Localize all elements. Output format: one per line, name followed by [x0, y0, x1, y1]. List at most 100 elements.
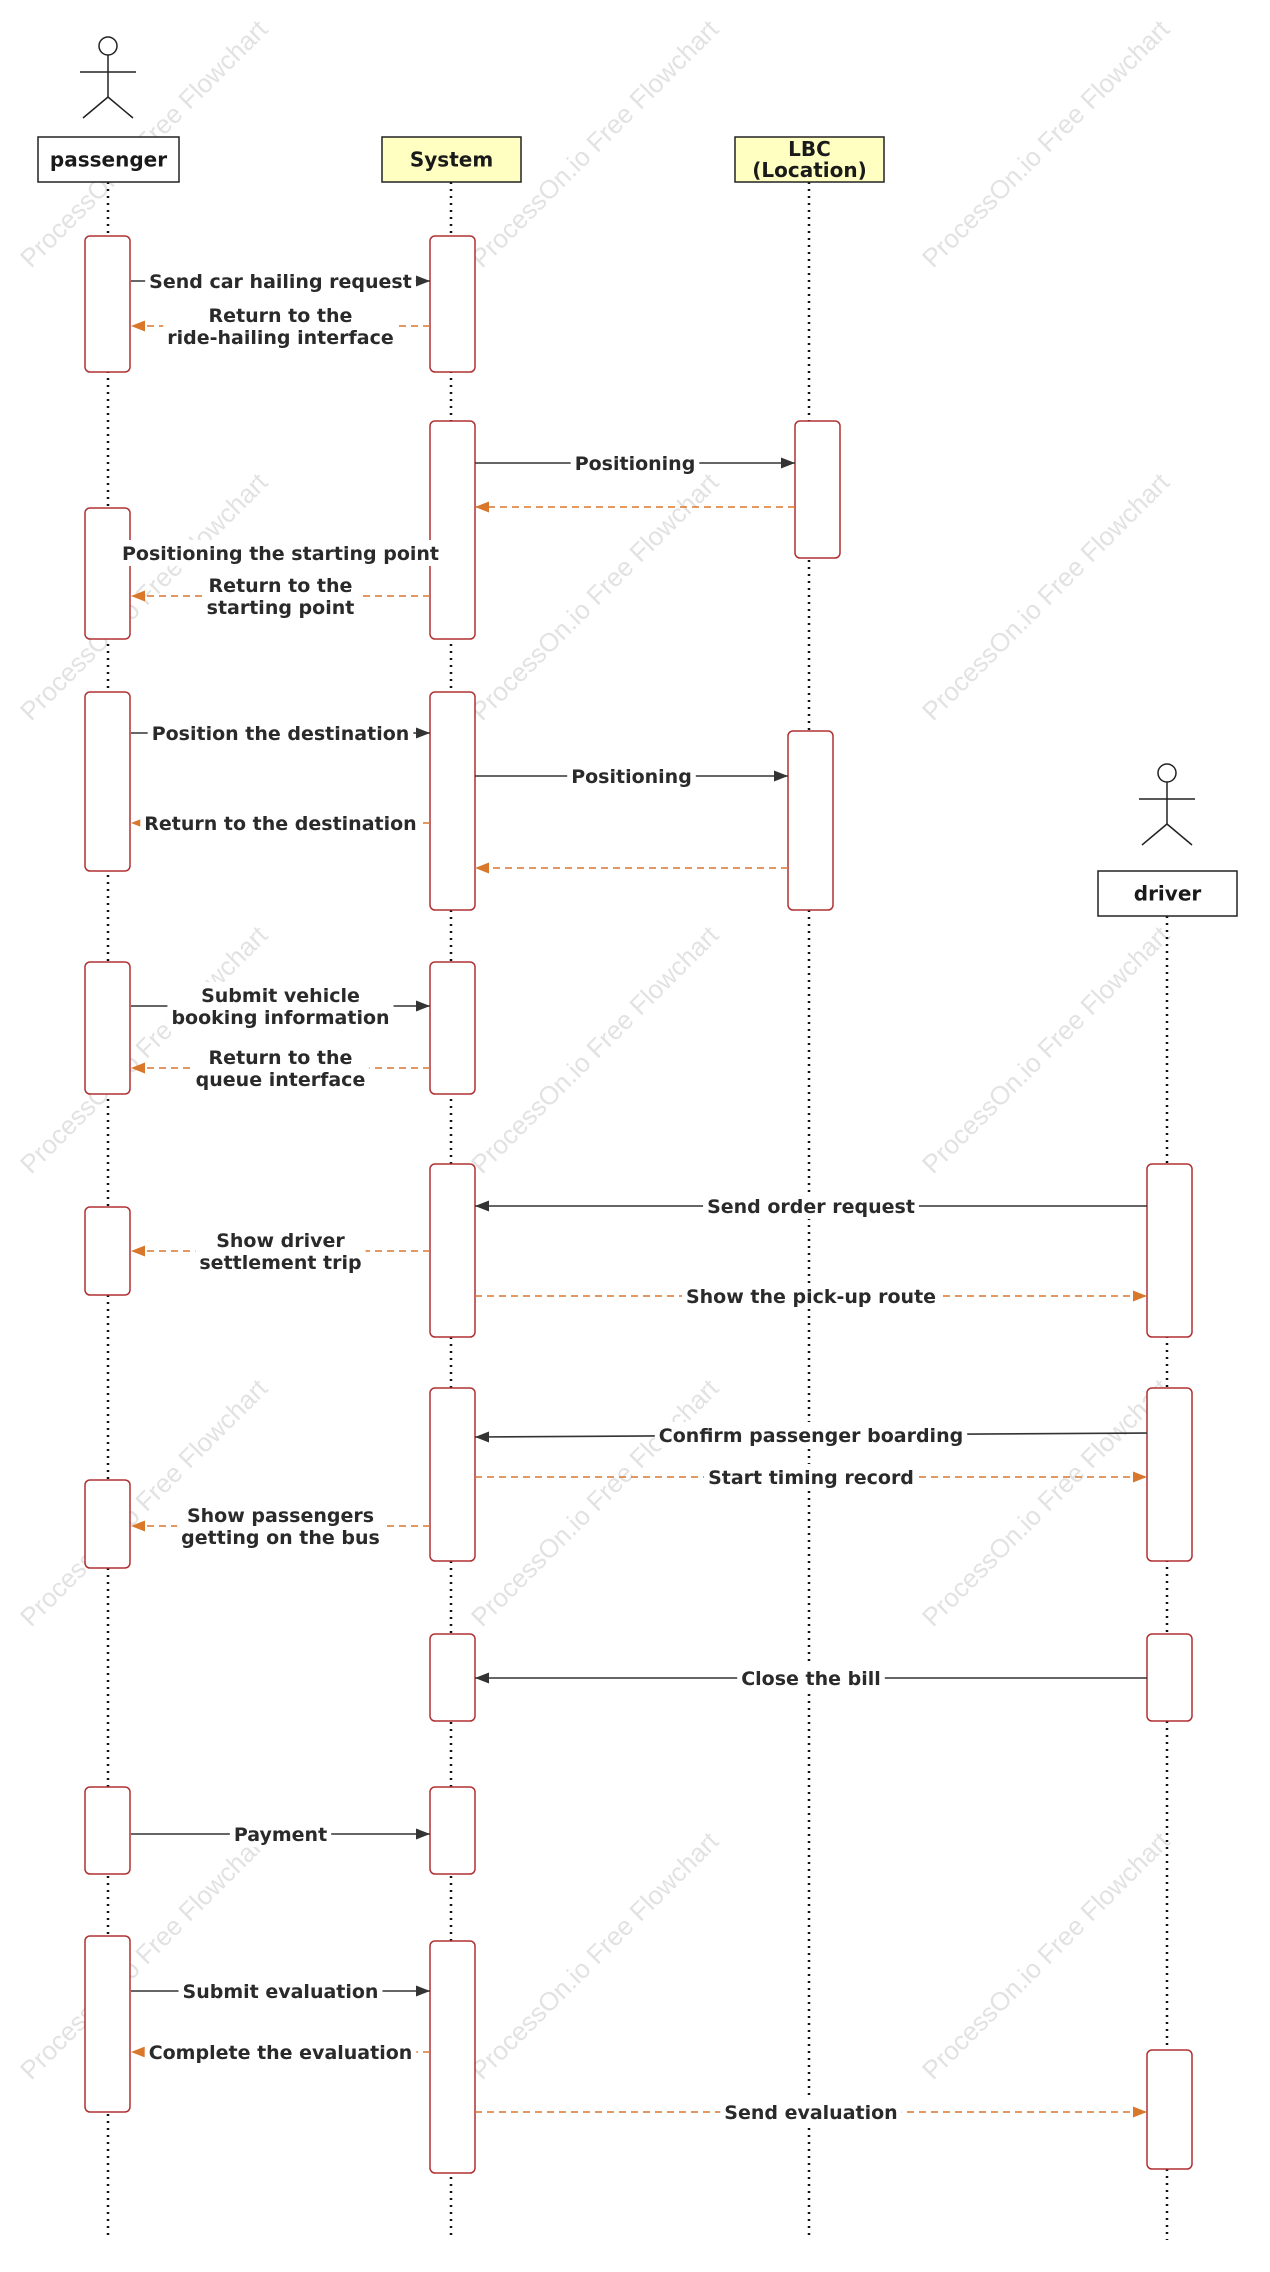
arrow-head [475, 1672, 489, 1684]
participant-label-lbc: (Location) [752, 158, 867, 182]
message-label: Send order request [707, 1196, 915, 1218]
message-label: Start timing record [708, 1467, 914, 1489]
activation-bar-lbc [787, 730, 834, 911]
message-label-bg [704, 1464, 918, 1490]
activation-bar-passenger [84, 1786, 131, 1875]
participant-box-system [381, 136, 522, 183]
arrow-head [475, 862, 489, 874]
arrow-head [131, 1062, 145, 1074]
message-label: ride-hailing interface [167, 327, 394, 349]
participant-label-driver: driver [1134, 882, 1202, 906]
message-label-bg [681, 1283, 941, 1309]
participant-box-passenger [37, 136, 180, 183]
message-label-bg [570, 450, 700, 476]
arrow-head [131, 1245, 145, 1257]
message-label-bg [163, 302, 398, 350]
arrow-head [131, 2046, 145, 2058]
watermark-text: ProcessOn.io Free Flowchart [916, 1372, 1176, 1632]
message-8: Positioning [475, 763, 788, 789]
participant-label-system: System [410, 148, 493, 172]
arrow-head [131, 320, 145, 332]
message-22: Complete the evaluation [131, 2039, 430, 2065]
message-1: Send car hailing request [131, 268, 430, 294]
activation-bar-passenger [84, 1479, 131, 1569]
message-label-bg [703, 1193, 919, 1219]
arrow-head [774, 770, 788, 782]
message-label: Send evaluation [724, 2102, 897, 2124]
message-label-bg [178, 1978, 383, 2004]
participant-box-driver [1097, 870, 1238, 917]
watermark-text: ProcessOn.io Free Flowchart [916, 13, 1176, 273]
activation-bar-driver [1146, 1163, 1193, 1338]
actor-head [98, 36, 118, 56]
message-label: Send car hailing request [149, 271, 412, 293]
activation-bar-driver [1146, 2049, 1193, 2170]
arrow-head [416, 275, 430, 287]
activation-bar-system [429, 1163, 476, 1338]
activation-bars [84, 235, 1193, 2174]
watermark-text: ProcessOn.io Free Flowchart [465, 1372, 725, 1632]
arrow-head [416, 1000, 430, 1012]
participant-label-passenger: passenger [50, 148, 167, 172]
message-label-bg [145, 268, 416, 294]
message-label-bg [191, 1044, 370, 1092]
message-label-bg [195, 1227, 366, 1275]
actor-leg-right [107, 96, 134, 119]
activation-bar-system [429, 420, 476, 640]
activation-bar-system [429, 1940, 476, 2174]
message-label: Positioning the starting point [122, 543, 439, 565]
watermark-text: ProcessOn.io Free Flowchart [465, 919, 725, 1179]
activation-bar-driver [1146, 1387, 1193, 1562]
message-label: Return to the destination [144, 813, 416, 835]
message-label: Return to the [209, 575, 353, 597]
message-label-bg [229, 1821, 332, 1847]
message-label-bg [147, 720, 414, 746]
message-label: booking information [171, 1007, 389, 1029]
message-label: Show the pick-up route [686, 1286, 936, 1308]
actor-icon-driver [1139, 763, 1195, 846]
message-label: Positioning [575, 453, 696, 475]
activation-bar-passenger [84, 507, 131, 640]
activation-bar-system [429, 235, 476, 373]
arrow-head [1133, 1471, 1147, 1483]
activation-bar-passenger [84, 1206, 131, 1296]
activation-bar-passenger [84, 1935, 131, 2113]
message-label: starting point [207, 597, 355, 619]
activation-bar-lbc [794, 420, 841, 559]
message-label-bg [167, 982, 394, 1030]
watermark-text: ProcessOn.io Free Flowchart [465, 1825, 725, 2085]
arrow-head [131, 1520, 145, 1532]
arrow-head [131, 590, 145, 602]
actor-leg-left [1141, 823, 1168, 846]
message-5: Positioning the starting point [117, 540, 444, 566]
message-13: Send order request [475, 1193, 1147, 1219]
participant-label-lbc: LBC [788, 137, 831, 161]
message-label: Show driver [216, 1230, 345, 1252]
arrow-head [416, 1828, 430, 1840]
actor-leg-right [1166, 823, 1193, 846]
message-label: getting on the bus [181, 1527, 380, 1549]
watermark-text: ProcessOn.io Free Flowchart [916, 466, 1176, 726]
message-label-bg [720, 2099, 902, 2125]
message-label: settlement trip [199, 1252, 361, 1274]
activation-bar-system [429, 961, 476, 1095]
message-label-bg [140, 810, 421, 836]
message-17: Start timing record [475, 1464, 1147, 1490]
message-3: Positioning [475, 450, 795, 476]
arrow-head [475, 1431, 489, 1443]
activation-bar-system [429, 1633, 476, 1722]
arrow-head [475, 501, 489, 513]
message-label: Show passengers [187, 1505, 374, 1527]
activation-bar-driver [1146, 1633, 1193, 1722]
message-label-bg [144, 2039, 417, 2065]
message-label: Payment [234, 1824, 327, 1846]
message-label: Position the destination [152, 723, 410, 745]
activation-bar-system [429, 1786, 476, 1875]
message-label: Submit evaluation [183, 1981, 379, 2003]
